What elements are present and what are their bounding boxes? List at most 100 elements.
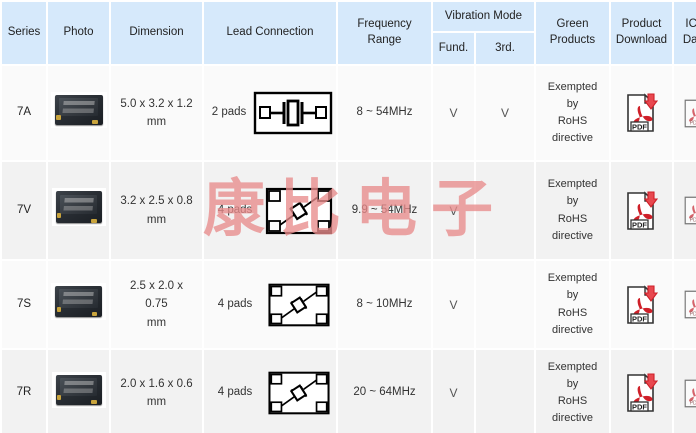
dimension-line1: 3.2 x 2.5 x 0.8 [120, 195, 193, 208]
smd-crystal-image [55, 374, 102, 405]
cell-vibration-3rd [476, 162, 534, 259]
cell-lead-connection: 2 pads [204, 66, 336, 160]
crystal-pad-right [91, 218, 97, 223]
crystal-pad-left [57, 395, 62, 401]
col-header-dimension: Dimension [111, 2, 202, 64]
product-download-line1: Product [621, 18, 662, 31]
cell-product-download[interactable]: PDF [611, 261, 672, 348]
crystal-marking [62, 197, 94, 213]
crystal-marking [62, 292, 95, 307]
dimension-line1: 2.5 x 2.0 x [129, 279, 184, 292]
cell-frequency-range: 20 ~ 64MHz [338, 350, 431, 433]
col-header-vibration-fund: Fund. [433, 32, 474, 64]
cell-series: 7R [2, 350, 46, 433]
green-line4: directive [552, 229, 593, 242]
cell-icp-data[interactable]: PDF [674, 261, 696, 348]
pdf-download-icon[interactable]: PDF [625, 373, 659, 413]
cell-series: 7A [2, 66, 46, 160]
crystal-pad-right [91, 400, 97, 405]
col-header-vibration-mode: Vibration Mode [433, 2, 534, 31]
cell-lead-connection: 4 pads [204, 261, 336, 348]
table-row: 7S 2.5 x 2.0 x 0.75 mm [2, 261, 696, 348]
green-line3: RoHS [557, 395, 588, 407]
crystal-lid [59, 377, 98, 397]
table-row: 7V 3.2 x 2.5 x 0.8 mm [2, 162, 696, 259]
green-line1: Exempted [547, 178, 598, 191]
cell-series: 7S [2, 261, 46, 348]
lead-pad-count: 4 pads [217, 203, 253, 216]
green-line4: directive [552, 323, 593, 336]
dimension-line3: mm [146, 316, 167, 329]
frequency-range-line1: Frequency [357, 18, 412, 31]
cell-dimension: 2.0 x 1.6 x 0.6 mm [111, 350, 202, 433]
cell-lead-connection: 4 pads [204, 162, 336, 259]
green-products-line1: Green [556, 18, 589, 31]
cell-green-products: Exempted by RoHS directive [536, 66, 609, 160]
cell-vibration-fund: V [433, 66, 474, 160]
cell-icp-data[interactable]: PDF [674, 66, 696, 160]
cell-photo [48, 66, 109, 160]
cell-dimension: 5.0 x 3.2 x 1.2 mm [111, 66, 202, 160]
cell-product-download[interactable]: PDF [611, 162, 672, 259]
green-line4: directive [552, 412, 593, 425]
green-line1: Exempted [547, 272, 598, 285]
pdf-download-icon[interactable]: PDF [625, 93, 659, 133]
cell-product-download[interactable]: PDF [611, 66, 672, 160]
green-line2: by [566, 195, 579, 208]
crystal-pad-right [91, 312, 98, 317]
lead-pad-count: 2 pads [211, 106, 247, 119]
pdf-small-icon-label: PDF [689, 312, 696, 318]
pdf-small-icon[interactable]: PDF [683, 98, 696, 129]
col-header-photo: Photo [48, 2, 109, 64]
cell-series: 7V [2, 162, 46, 259]
cell-icp-data[interactable]: PDF [674, 162, 696, 259]
cell-product-download[interactable]: PDF [611, 350, 672, 433]
cell-vibration-3rd [476, 350, 534, 433]
cell-dimension: 2.5 x 2.0 x 0.75 mm [111, 261, 202, 348]
green-line3: RoHS [557, 115, 588, 127]
smd-crystal-image [55, 285, 102, 317]
cell-vibration-fund: V [433, 350, 474, 433]
cell-vibration-3rd [476, 261, 534, 348]
crystal-lid [59, 288, 98, 309]
table-body: 7A 5.0 x 3.2 x 1.2 mm [2, 66, 696, 433]
header-row-secondary: Fund. 3rd. [2, 32, 696, 64]
green-line3: RoHS [557, 306, 588, 319]
pdf-download-icon[interactable]: PDF [625, 190, 659, 231]
cell-green-products: Exempted by RoHS directive [536, 162, 609, 259]
cell-icp-data[interactable]: PDF [674, 350, 696, 433]
four-pad-crystal-symbol-icon [268, 371, 330, 415]
pdf-icon-label: PDF [632, 220, 647, 229]
cell-photo [48, 261, 109, 348]
green-line2: by [566, 97, 579, 110]
table-row: 7R 2.0 x 1.6 x 0.6 mm [2, 350, 696, 433]
crystal-photo [50, 91, 107, 128]
crystal-marking [62, 100, 95, 115]
pdf-icon-label: PDF [632, 402, 647, 411]
green-line1: Exempted [547, 360, 598, 373]
pdf-download-icon[interactable]: PDF [625, 284, 659, 325]
col-header-product-download: Product Download [611, 2, 672, 64]
crystal-lid [59, 194, 98, 215]
icp-data-line1: ICP [685, 18, 696, 31]
col-header-lead-connection: Lead Connection [204, 2, 336, 64]
cell-dimension: 3.2 x 2.5 x 0.8 mm [111, 162, 202, 259]
cell-vibration-3rd: V [476, 66, 534, 160]
pdf-small-icon[interactable]: PDF [683, 289, 696, 320]
lead-pad-count: 4 pads [217, 386, 253, 399]
dimension-line2: mm [146, 396, 167, 408]
pdf-small-icon[interactable]: PDF [683, 378, 696, 409]
crystal-pad-left [56, 115, 61, 121]
pdf-icon-label: PDF [632, 314, 647, 323]
cell-frequency-range: 8 ~ 10MHz [338, 261, 431, 348]
smd-crystal-image [54, 94, 103, 125]
green-line2: by [566, 377, 579, 390]
cell-photo [48, 350, 109, 433]
smd-crystal-image [55, 191, 102, 224]
two-pad-crystal-symbol-icon [253, 91, 333, 135]
cell-vibration-fund: V [433, 261, 474, 348]
crystal-photo [51, 282, 106, 320]
col-header-icp-data: ICP Data [674, 2, 696, 64]
pdf-small-icon[interactable]: PDF [683, 195, 696, 226]
